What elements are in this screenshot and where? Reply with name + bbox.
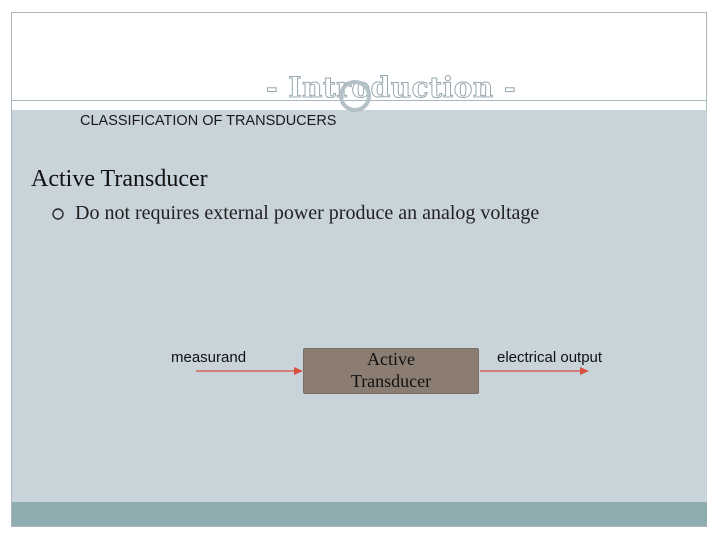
footer-bar <box>12 502 707 526</box>
content-area <box>12 110 707 502</box>
active-transducer-block: Active Transducer <box>303 348 479 394</box>
bullet-text: Do not requires external power produce a… <box>75 202 540 224</box>
hollow-circle-bullet-icon <box>52 207 64 220</box>
electrical-output-label: electrical output <box>497 349 603 366</box>
slide-title: - Introduction - <box>265 71 517 104</box>
header-rule <box>12 100 707 101</box>
measurand-label: measurand <box>171 349 247 366</box>
section-heading: Active Transducer <box>31 166 208 192</box>
title-ring-icon <box>339 80 371 112</box>
slide-subtitle: CLASSIFICATION OF TRANSDUCERS <box>80 113 337 129</box>
block-label: Active Transducer <box>350 349 432 391</box>
bullet-item: Do not requires external power produce a… <box>51 202 539 225</box>
